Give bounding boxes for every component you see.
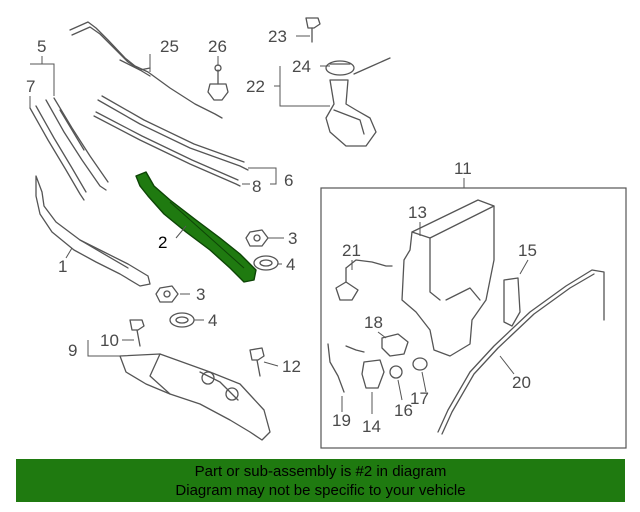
callout-23: 23 [268, 27, 287, 46]
part-8-blade-refill [93, 111, 241, 187]
part-6-blade-assembly [97, 95, 249, 171]
part-14-pump-motor [361, 359, 385, 389]
callout-25: 25 [160, 37, 179, 56]
callout-16: 16 [394, 401, 413, 420]
part-13-washer-reservoir [401, 199, 495, 357]
part-3-nut-lower [155, 285, 179, 303]
part-11-reservoir-box [320, 187, 627, 449]
banner-line-1: Part or sub-assembly is #2 in diagram [194, 463, 447, 480]
callout-4-lower: 4 [208, 311, 217, 330]
callout-13: 13 [408, 203, 427, 222]
part-7-blade-refill [29, 105, 87, 201]
callout-21: 21 [342, 241, 361, 260]
callout-5: 5 [37, 37, 46, 56]
part-15-level-sensor [503, 277, 521, 327]
callout-8: 8 [252, 177, 261, 196]
callout-3-upper: 3 [288, 229, 297, 248]
part-4-washer-lower [169, 312, 195, 328]
callout-2-highlighted: 2 [158, 233, 167, 252]
callout-6: 6 [284, 171, 293, 190]
callout-1: 1 [58, 257, 67, 276]
part-25-linkage-tube [69, 21, 223, 119]
part-10-bolt [129, 319, 145, 347]
callout-15: 15 [518, 241, 537, 260]
part-3-nut-upper [245, 229, 269, 247]
info-banner: Part or sub-assembly is #2 in diagram Di… [16, 459, 625, 502]
part-19-hose [327, 343, 365, 393]
part-22-filler-neck [325, 79, 377, 147]
part-16-grommet [389, 365, 403, 379]
callout-3-lower: 3 [196, 285, 205, 304]
part-4-washer-upper [253, 255, 279, 271]
part-12-bolt [249, 347, 265, 377]
callout-10: 10 [100, 331, 119, 350]
callout-14: 14 [362, 417, 381, 436]
part-9-linkage-assembly [119, 353, 271, 441]
callout-26: 26 [208, 37, 227, 56]
banner-line-2: Diagram may not be specific to your vehi… [175, 482, 466, 499]
part-20-washer-hose [437, 269, 605, 435]
callout-22: 22 [246, 77, 265, 96]
callout-18: 18 [364, 313, 383, 332]
callout-20: 20 [512, 373, 531, 392]
leader-lines [29, 35, 529, 414]
part-21-wiring-harness [335, 259, 393, 301]
callout-7: 7 [26, 77, 35, 96]
part-23-bolt [305, 17, 321, 43]
part-1-wiper-arm [35, 175, 151, 287]
callout-19: 19 [332, 411, 351, 430]
callout-11: 11 [454, 159, 472, 178]
part-18-washer-pump [381, 333, 409, 357]
callout-9: 9 [68, 341, 77, 360]
callout-24: 24 [292, 57, 311, 76]
callout-12: 12 [282, 357, 301, 376]
callout-4-upper: 4 [286, 255, 295, 274]
part-2-wiper-arm-highlighted [135, 171, 257, 283]
part-24-cap [325, 57, 391, 76]
part-26-nozzle [207, 64, 229, 101]
callout-17: 17 [410, 389, 429, 408]
part-17-seal [412, 357, 428, 371]
part-5-wiper-blade [45, 97, 109, 191]
